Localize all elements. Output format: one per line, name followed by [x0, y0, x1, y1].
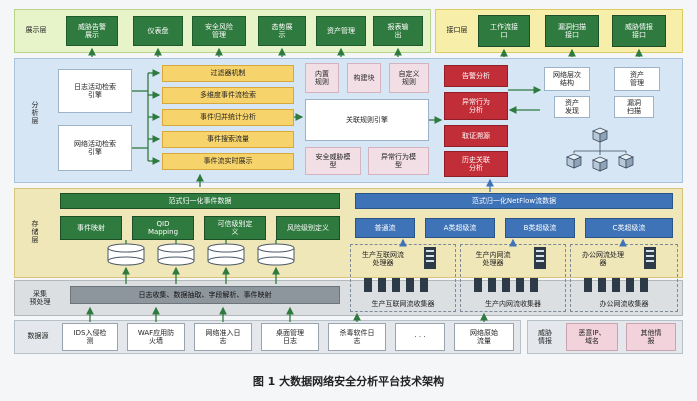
source-waf[interactable]: WAF应用防 火墙 — [127, 323, 185, 351]
source-nac-log[interactable]: 网络准入日 志 — [194, 323, 252, 351]
abnormal-behavior-analysis[interactable]: 异常行为 分析 — [444, 92, 508, 120]
display-security-risk[interactable]: 安全风险 管理 — [192, 16, 246, 46]
filter-mechanism[interactable]: 过滤器机制 — [162, 65, 294, 82]
abnormal-behavior-model[interactable]: 异常行为模 型 — [368, 147, 429, 175]
datasource-layer-label: 数据源 — [27, 331, 49, 340]
processor-3[interactable]: 办公网流处理 器 — [582, 250, 624, 267]
server-icon — [534, 247, 546, 269]
event-mapping[interactable]: 事件映射 — [60, 216, 122, 240]
display-threat-alert[interactable]: 威胁告警 展示 — [66, 16, 118, 46]
asset-management-box[interactable]: 资产 管理 — [614, 67, 660, 91]
network-hierarchy[interactable]: 网络层次 结构 — [544, 67, 590, 91]
intel-malicious-ip[interactable]: 恶意IP、 域名 — [566, 323, 618, 351]
qid-mapping[interactable]: QID Mapping — [132, 216, 194, 240]
display-dashboard[interactable]: 仪表盘 — [133, 16, 183, 46]
processor-2[interactable]: 生产内网流 处理器 — [475, 250, 511, 267]
asset-discovery[interactable]: 资产 发现 — [554, 96, 590, 118]
event-search-traffic[interactable]: 事件搜索流量 — [162, 131, 294, 148]
interface-layer-label: 接口层 — [446, 25, 468, 34]
class-a-flow[interactable]: A类超级流 — [425, 218, 495, 238]
server-icon — [424, 247, 436, 269]
intel-other[interactable]: 其他情 报 — [626, 323, 676, 351]
class-c-flow[interactable]: C类超级流 — [585, 218, 673, 238]
display-layer-label: 展示层 — [25, 25, 47, 34]
storage-layer-label: 存 储 层 — [31, 219, 39, 245]
source-raw-traffic[interactable]: 网络原始 流量 — [454, 323, 514, 351]
source-ids[interactable]: IDS入侵检 测 — [62, 323, 118, 351]
custom-rules[interactable]: 自定义 规则 — [389, 63, 429, 93]
collector-2[interactable]: 生产内网流收集器 — [485, 299, 541, 308]
net-search-engine[interactable]: 网络活动检索 引擎 — [58, 125, 132, 171]
storage-right-title[interactable]: 范式归一化NetFlow流数据 — [355, 193, 673, 209]
figure-caption: 图 1 大数据网络安全分析平台技术架构 — [252, 374, 445, 388]
normal-flow[interactable]: 普通流 — [355, 218, 415, 238]
interface-vuln-scan[interactable]: 漏洞扫描 接口 — [545, 15, 599, 47]
server-icon — [644, 247, 656, 269]
source-antivirus-log[interactable]: 杀毒软件日 志 — [328, 323, 386, 351]
vuln-scan-box[interactable]: 漏洞 扫描 — [614, 96, 654, 118]
history-correlation[interactable]: 历史关联 分析 — [444, 151, 508, 177]
builtin-rules[interactable]: 内置 规则 — [305, 63, 339, 93]
display-report-output[interactable]: 报表输 出 — [373, 16, 423, 46]
alert-analysis[interactable]: 告警分析 — [444, 65, 508, 87]
display-asset-management[interactable]: 资产管理 — [316, 16, 366, 46]
event-merge-stats[interactable]: 事件归并统计分析 — [162, 109, 294, 126]
collector-3[interactable]: 办公网流收集器 — [599, 299, 649, 308]
log-search-engine[interactable]: 日志活动检索 引擎 — [58, 69, 132, 113]
display-situation[interactable]: 态势展 示 — [258, 16, 306, 46]
forensics-tracing[interactable]: 取证溯源 — [444, 125, 508, 147]
collect-layer-label: 采集 预处理 — [29, 289, 51, 306]
collect-bar[interactable]: 日志收集、数据抽取、字段解析、事件映射 — [70, 286, 340, 304]
collector-1[interactable]: 生产互联网流收集器 — [371, 299, 435, 308]
correlation-rule-engine[interactable]: 关联规则引擎 — [305, 99, 429, 141]
intel-label: 威胁 情报 — [538, 328, 552, 345]
interface-workflow[interactable]: 工作流接 口 — [478, 15, 530, 47]
class-b-flow[interactable]: B类超级流 — [505, 218, 575, 238]
multi-dim-event-search[interactable]: 多维度事件流检索 — [162, 87, 294, 104]
security-threat-model[interactable]: 安全威胁模 型 — [305, 147, 361, 175]
source-desktop-log[interactable]: 桌面管理 日志 — [261, 323, 319, 351]
trust-level-def[interactable]: 可信级别定 义 — [204, 216, 266, 240]
analysis-layer-label: 分 析 层 — [31, 100, 39, 126]
event-realtime-display[interactable]: 事件流实时展示 — [162, 153, 294, 170]
processor-1[interactable]: 生产互联网流 处理器 — [362, 250, 404, 267]
source-more[interactable]: · · · — [395, 323, 445, 351]
storage-left-title[interactable]: 范式归一化事件数据 — [60, 193, 340, 209]
interface-threat-intel[interactable]: 威胁情报 接口 — [612, 15, 666, 47]
risk-level-def[interactable]: 风险级别定义 — [276, 216, 340, 240]
building-block[interactable]: 构建块 — [347, 63, 381, 93]
